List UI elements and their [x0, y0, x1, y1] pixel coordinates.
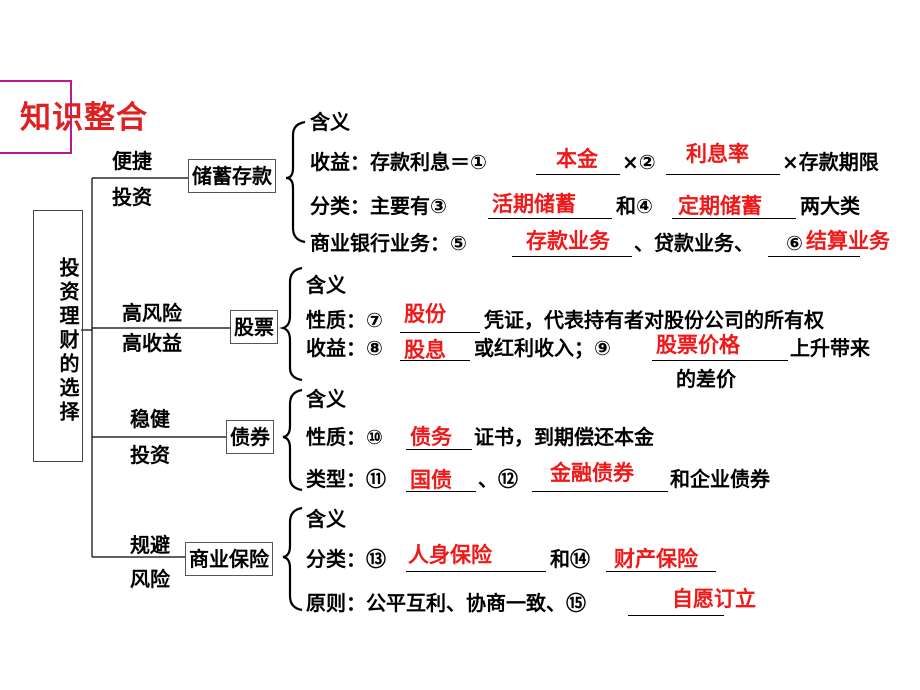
bonds-types-label: 类型：⑪: [306, 467, 386, 491]
savings-yield-label: 收益：存款利息＝①: [310, 150, 487, 174]
stocks-yield-label: 收益：⑧: [306, 336, 383, 360]
bonds-tag-line1: 稳健: [130, 407, 170, 431]
blank-5: [512, 256, 632, 257]
answer-5: 存款业务: [526, 229, 610, 253]
stocks-nature-desc: 凭证，代表持有者对股份公司的所有权: [484, 308, 824, 332]
insurance-tag-line2: 风险: [130, 567, 170, 591]
answer-13: 人身保险: [408, 543, 492, 567]
root-node: 投资理财的选择: [56, 257, 80, 425]
answer-8: 股息: [404, 338, 446, 362]
answer-7: 股份: [404, 302, 446, 326]
title-frame: [0, 80, 72, 154]
answer-3: 活期储蓄: [492, 192, 576, 216]
blank-4: [672, 218, 796, 219]
answer-15: 自愿订立: [672, 587, 756, 611]
blank-14: [606, 571, 716, 572]
bonds-node: 债券: [226, 420, 274, 454]
stocks-tag-line2: 高收益: [122, 331, 182, 355]
insurance-node: 商业保险: [185, 542, 273, 576]
bonds-nature-desc: 证书，到期偿还本金: [474, 425, 654, 449]
answer-12: 金融债券: [550, 461, 634, 485]
insurance-tag-line1: 规避: [130, 533, 170, 557]
savings-tag-line1: 便捷: [112, 149, 152, 173]
blank-2: [666, 174, 780, 175]
bank-business-loans: 、贷款业务、: [634, 231, 754, 255]
stocks-yield-diff: 的差价: [676, 367, 736, 391]
answer-2: 利息率: [686, 142, 749, 166]
answer-4: 定期储蓄: [678, 194, 762, 218]
bonds-types-end: 和企业债券: [670, 467, 770, 491]
insurance-meaning: 含义: [306, 507, 346, 531]
bank-business-num6: ⑥: [786, 231, 803, 255]
savings-types-and: 和④: [616, 194, 653, 218]
savings-node: 储蓄存款: [188, 159, 276, 193]
blank-3: [488, 218, 612, 219]
answer-11: 国债: [410, 468, 452, 492]
stocks-tag-line1: 高风险: [122, 301, 182, 325]
insurance-types-and: 和⑭: [550, 547, 590, 571]
insurance-types-label: 分类：⑬: [306, 547, 386, 571]
answer-1: 本金: [556, 147, 598, 171]
savings-yield-term: ×存款期限: [782, 150, 879, 174]
blank-15: [628, 615, 724, 616]
bonds-tag-line2: 投资: [130, 443, 170, 467]
answer-10: 债务: [410, 425, 452, 449]
bonds-meaning: 含义: [306, 387, 346, 411]
blank-11: [406, 491, 476, 492]
bonds-nature-label: 性质：⑩: [306, 425, 383, 449]
stocks-yield-dividend: 或红利收入；⑨: [474, 336, 611, 360]
savings-meaning: 含义: [310, 110, 350, 134]
blank-1: [536, 174, 620, 175]
blank-8: [400, 360, 470, 361]
page-title: 知识整合: [20, 100, 148, 136]
stocks-yield-rise: 上升带来: [790, 336, 870, 360]
stocks-meaning: 含义: [306, 273, 346, 297]
savings-types-label: 分类：主要有③: [310, 194, 447, 218]
blank-9: [652, 360, 788, 361]
insurance-principle-label: 原则：公平互利、协商一致、⑮: [306, 591, 586, 615]
answer-6: 结算业务: [806, 229, 890, 253]
blank-10: [406, 449, 472, 450]
blank-12: [532, 491, 668, 492]
bank-business-label: 商业银行业务：⑤: [310, 231, 467, 255]
answer-9: 股票价格: [656, 333, 740, 357]
stocks-node: 股票: [230, 310, 278, 344]
savings-yield-times: ×②: [622, 150, 656, 174]
bonds-types-sep: 、⑫: [478, 467, 518, 491]
blank-6: [768, 256, 860, 257]
savings-types-end: 两大类: [800, 194, 860, 218]
answer-14: 财产保险: [614, 547, 698, 571]
stocks-nature-label: 性质：⑦: [306, 308, 383, 332]
blank-7: [400, 332, 480, 333]
blank-13: [406, 571, 546, 572]
root-node-frame: [33, 210, 83, 462]
savings-tag-line2: 投资: [112, 185, 152, 209]
